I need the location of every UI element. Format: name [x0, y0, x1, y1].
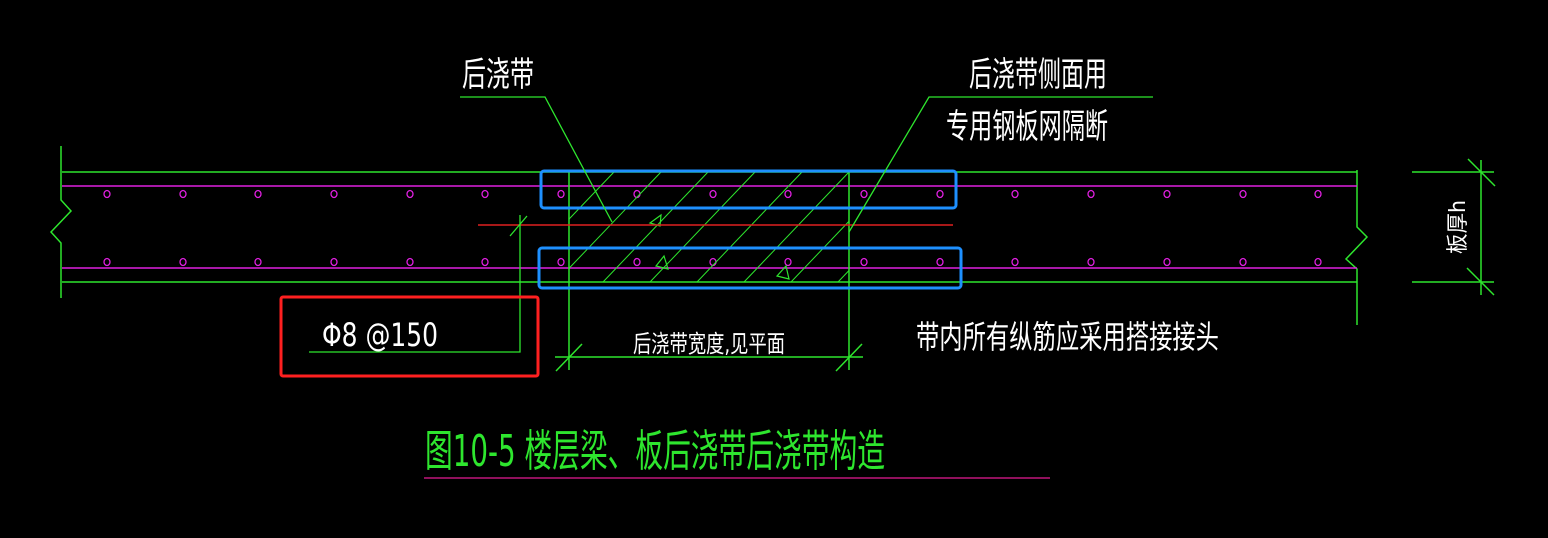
strip-width-dimension	[555, 343, 863, 372]
bottom-rebar-highlight-box	[537, 246, 963, 290]
rebar-dot	[1087, 189, 1095, 199]
rebar-dots	[103, 189, 1322, 267]
rebar-dot	[1087, 257, 1095, 267]
side-note-leader	[848, 96, 1153, 233]
hatch-line	[649, 171, 756, 283]
rebar-dot	[709, 257, 717, 267]
rebar-dot	[936, 257, 944, 267]
rebar-dot	[1163, 189, 1171, 199]
hatch-line	[837, 270, 850, 283]
slab-thickness-label: 板厚h	[1446, 200, 1471, 254]
top-rebar-highlight-box	[539, 169, 958, 210]
hatch-line	[696, 171, 803, 283]
leader-lines	[309, 96, 1153, 353]
hatch-line	[602, 171, 709, 283]
post-pour-strip-leader	[460, 96, 613, 223]
rebar-dot	[784, 189, 792, 199]
drawing-title: 图10-5 楼层梁、板后浇带后浇带构造	[425, 426, 885, 477]
rebar-layers	[62, 185, 1357, 269]
rebar-dot	[1314, 189, 1322, 199]
rebar-dot	[709, 189, 717, 199]
left-break-line	[49, 146, 73, 298]
rebar-dot	[103, 257, 111, 267]
hatch-line	[743, 171, 850, 283]
rebar-dot	[254, 189, 262, 199]
rebar-dot	[254, 257, 262, 267]
rebar-dot	[103, 189, 111, 199]
lap-splice-note: 带内所有纵筋应采用搭接接头	[916, 318, 1219, 356]
post-pour-strip	[568, 171, 850, 370]
hatch-line	[790, 220, 850, 283]
rebar-dot	[481, 189, 489, 199]
slab-thickness-dimension	[1412, 158, 1496, 296]
slab-outline	[49, 146, 1369, 325]
strip-hatching	[568, 171, 850, 283]
rebar-dot	[330, 257, 338, 267]
rebar-spec-callout-box	[279, 295, 540, 378]
rebar-dot	[406, 257, 414, 267]
rebar-dot	[860, 257, 868, 267]
rebar-dot	[1239, 257, 1247, 267]
rebar-dot	[1163, 257, 1171, 267]
aggregate-mark	[775, 264, 790, 280]
rebar-dot	[784, 257, 792, 267]
dimension-tick-right	[835, 343, 863, 372]
rebar-spec-label: Φ8 @150	[322, 316, 438, 354]
aggregate-mark	[654, 254, 669, 270]
dimension-tick-bottom	[1466, 267, 1495, 296]
side-note-line1: 后浇带侧面用	[969, 55, 1107, 95]
rebar-dot	[481, 257, 489, 267]
rebar-dot	[1314, 257, 1322, 267]
rebar-dot	[1011, 257, 1019, 267]
dimension-tick-left	[555, 343, 583, 372]
hatch-line	[568, 171, 662, 269]
dimension-tick-top	[1467, 158, 1496, 187]
rebar-spec-leader	[309, 215, 521, 353]
rebar-dot	[633, 257, 641, 267]
rebar-spec-leader-tick	[509, 215, 528, 237]
rebar-dot	[557, 189, 565, 199]
rebar-dot	[860, 189, 868, 199]
rebar-dot	[936, 189, 944, 199]
rebar-dot	[406, 189, 414, 199]
right-break-line	[1344, 170, 1369, 325]
hatch-line	[568, 171, 615, 220]
rebar-dot	[330, 189, 338, 199]
rebar-dot	[179, 189, 187, 199]
side-note-line2: 专用钢板网隔断	[946, 107, 1108, 147]
rebar-dot	[179, 257, 187, 267]
rebar-dot	[1011, 189, 1019, 199]
rebar-dot	[557, 257, 565, 267]
strip-width-note: 后浇带宽度,见平面	[633, 330, 785, 358]
post-pour-strip-label: 后浇带	[462, 55, 534, 95]
rebar-dot	[1239, 189, 1247, 199]
